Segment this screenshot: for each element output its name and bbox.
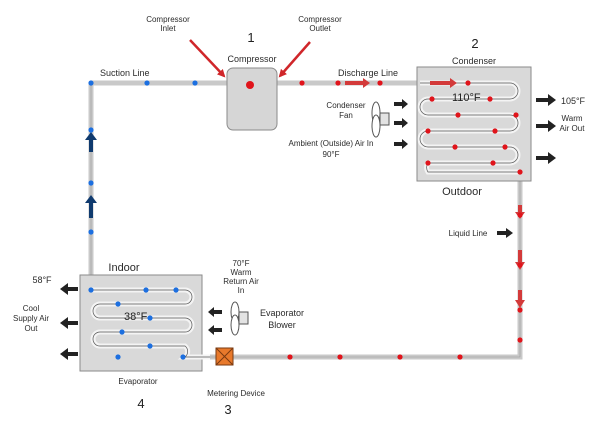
refrigerant-dot	[452, 144, 458, 150]
condenser-fan-icon	[371, 101, 390, 138]
refrigerant-dot	[180, 354, 186, 360]
compressor-number: 1	[247, 30, 254, 45]
suction-line-flow-arrows	[85, 132, 97, 218]
return-air-label-line3: In	[238, 286, 245, 295]
cool-supply-air-label-line3: Out	[25, 324, 39, 333]
refrigerant-dot	[513, 112, 519, 118]
compressor-label: Compressor	[227, 54, 276, 64]
refrigerant-dot	[377, 80, 383, 86]
refrigerant-dot	[192, 80, 198, 86]
refrigerant-dot	[88, 287, 94, 293]
refrigerant-dot	[119, 329, 125, 335]
refrigerant-dot	[429, 96, 435, 102]
refrigerant-dot	[517, 307, 523, 313]
liquid-line-label: Liquid Line	[449, 229, 488, 238]
refrigerant-dot	[115, 301, 121, 307]
compressor-inlet-label-line2: Inlet	[160, 24, 176, 33]
evaporator-label: Evaporator	[118, 377, 157, 386]
metering-device-label: Metering Device	[207, 389, 265, 398]
refrigerant-dot	[425, 160, 431, 166]
refrigerant-dot	[425, 128, 431, 134]
metering-device	[215, 347, 234, 366]
cool-supply-air-label-line1: Cool	[23, 304, 40, 313]
refrigerant-dot	[397, 354, 403, 360]
refrigerant-dot	[487, 96, 493, 102]
discharge-line-label: Discharge Line	[338, 68, 398, 78]
warm-air-out-arrows	[536, 94, 556, 164]
outdoor-label: Outdoor	[442, 186, 482, 198]
refrigerant-dot	[287, 354, 293, 360]
refrigerant-dots	[88, 80, 523, 360]
refrigerant-dot	[299, 80, 305, 86]
refrigerant-dot	[335, 80, 341, 86]
evaporator-blower-label-line2: Blower	[268, 320, 296, 330]
return-air-label-line1: Warm	[230, 268, 251, 277]
ambient-air-label-line1: Ambient (Outside) Air In	[289, 139, 374, 148]
metering-device-number: 3	[224, 402, 231, 417]
refrigerant-dot	[147, 343, 153, 349]
discharge-flow-arrows	[345, 78, 457, 88]
refrigerant-dot	[502, 144, 508, 150]
cool-supply-air-label-line2: Supply Air	[13, 314, 49, 323]
refrigerant-dot	[144, 80, 150, 86]
supply-air-temp: 58°F	[32, 275, 52, 285]
refrigerant-dot	[115, 354, 121, 360]
refrigerant-dot	[88, 229, 94, 235]
suction-line-label: Suction Line	[100, 68, 150, 78]
refrigerant-dot	[337, 354, 343, 360]
ambient-air-label-line2: 90°F	[323, 150, 340, 159]
return-air-label-line2: Return Air	[223, 277, 259, 286]
refrigerant-dot	[517, 337, 523, 343]
refrigerant-dot	[88, 127, 94, 133]
warm-air-label-line2: Air Out	[560, 124, 586, 133]
condenser-number: 2	[471, 36, 478, 51]
evaporator-temperature: 38°F	[124, 311, 148, 323]
refrigerant-dot	[143, 287, 149, 293]
refrigerant-dot	[147, 315, 153, 321]
warm-air-temp: 105°F	[561, 96, 586, 106]
refrigerant-dot	[173, 287, 179, 293]
refrigerant-dot	[517, 262, 523, 268]
return-air-temp: 70°F	[233, 259, 250, 268]
condenser-temperature: 110°F	[452, 92, 481, 104]
refrigerant-dot	[490, 160, 496, 166]
refrigerant-dot	[457, 354, 463, 360]
condenser-label: Condenser	[452, 56, 496, 66]
compressor	[226, 67, 278, 131]
condenser-fan-label-line1: Condenser	[326, 101, 365, 110]
indoor-label: Indoor	[108, 262, 140, 274]
inlet-arrow	[189, 39, 226, 78]
liquid-line-pointer-icon	[497, 228, 513, 238]
evaporator-blower-icon	[230, 301, 249, 336]
evaporator-number: 4	[137, 396, 144, 411]
condenser-unit	[416, 66, 532, 182]
refrigerant-dot	[517, 169, 523, 175]
supply-air-out-arrows	[60, 283, 78, 360]
compressor-outlet-label-line2: Outlet	[309, 24, 331, 33]
evaporator-blower-label-line1: Evaporator	[260, 308, 304, 318]
refrigerant-dot	[465, 80, 471, 86]
outlet-arrow	[278, 41, 311, 78]
refrigerant-dot	[492, 128, 498, 134]
ambient-air-in-arrows	[394, 99, 408, 149]
condenser-fan-label-line2: Fan	[339, 111, 353, 120]
return-air-in-arrows	[208, 307, 222, 335]
refrigerant-dot	[88, 180, 94, 186]
refrigerant-dot	[88, 80, 94, 86]
compressor-inlet-label-line1: Compressor	[146, 15, 190, 24]
refrigerant-dot	[455, 112, 461, 118]
compressor-outlet-label-line1: Compressor	[298, 15, 342, 24]
warm-air-label-line1: Warm	[561, 114, 582, 123]
refrigerant-dot	[517, 212, 523, 218]
